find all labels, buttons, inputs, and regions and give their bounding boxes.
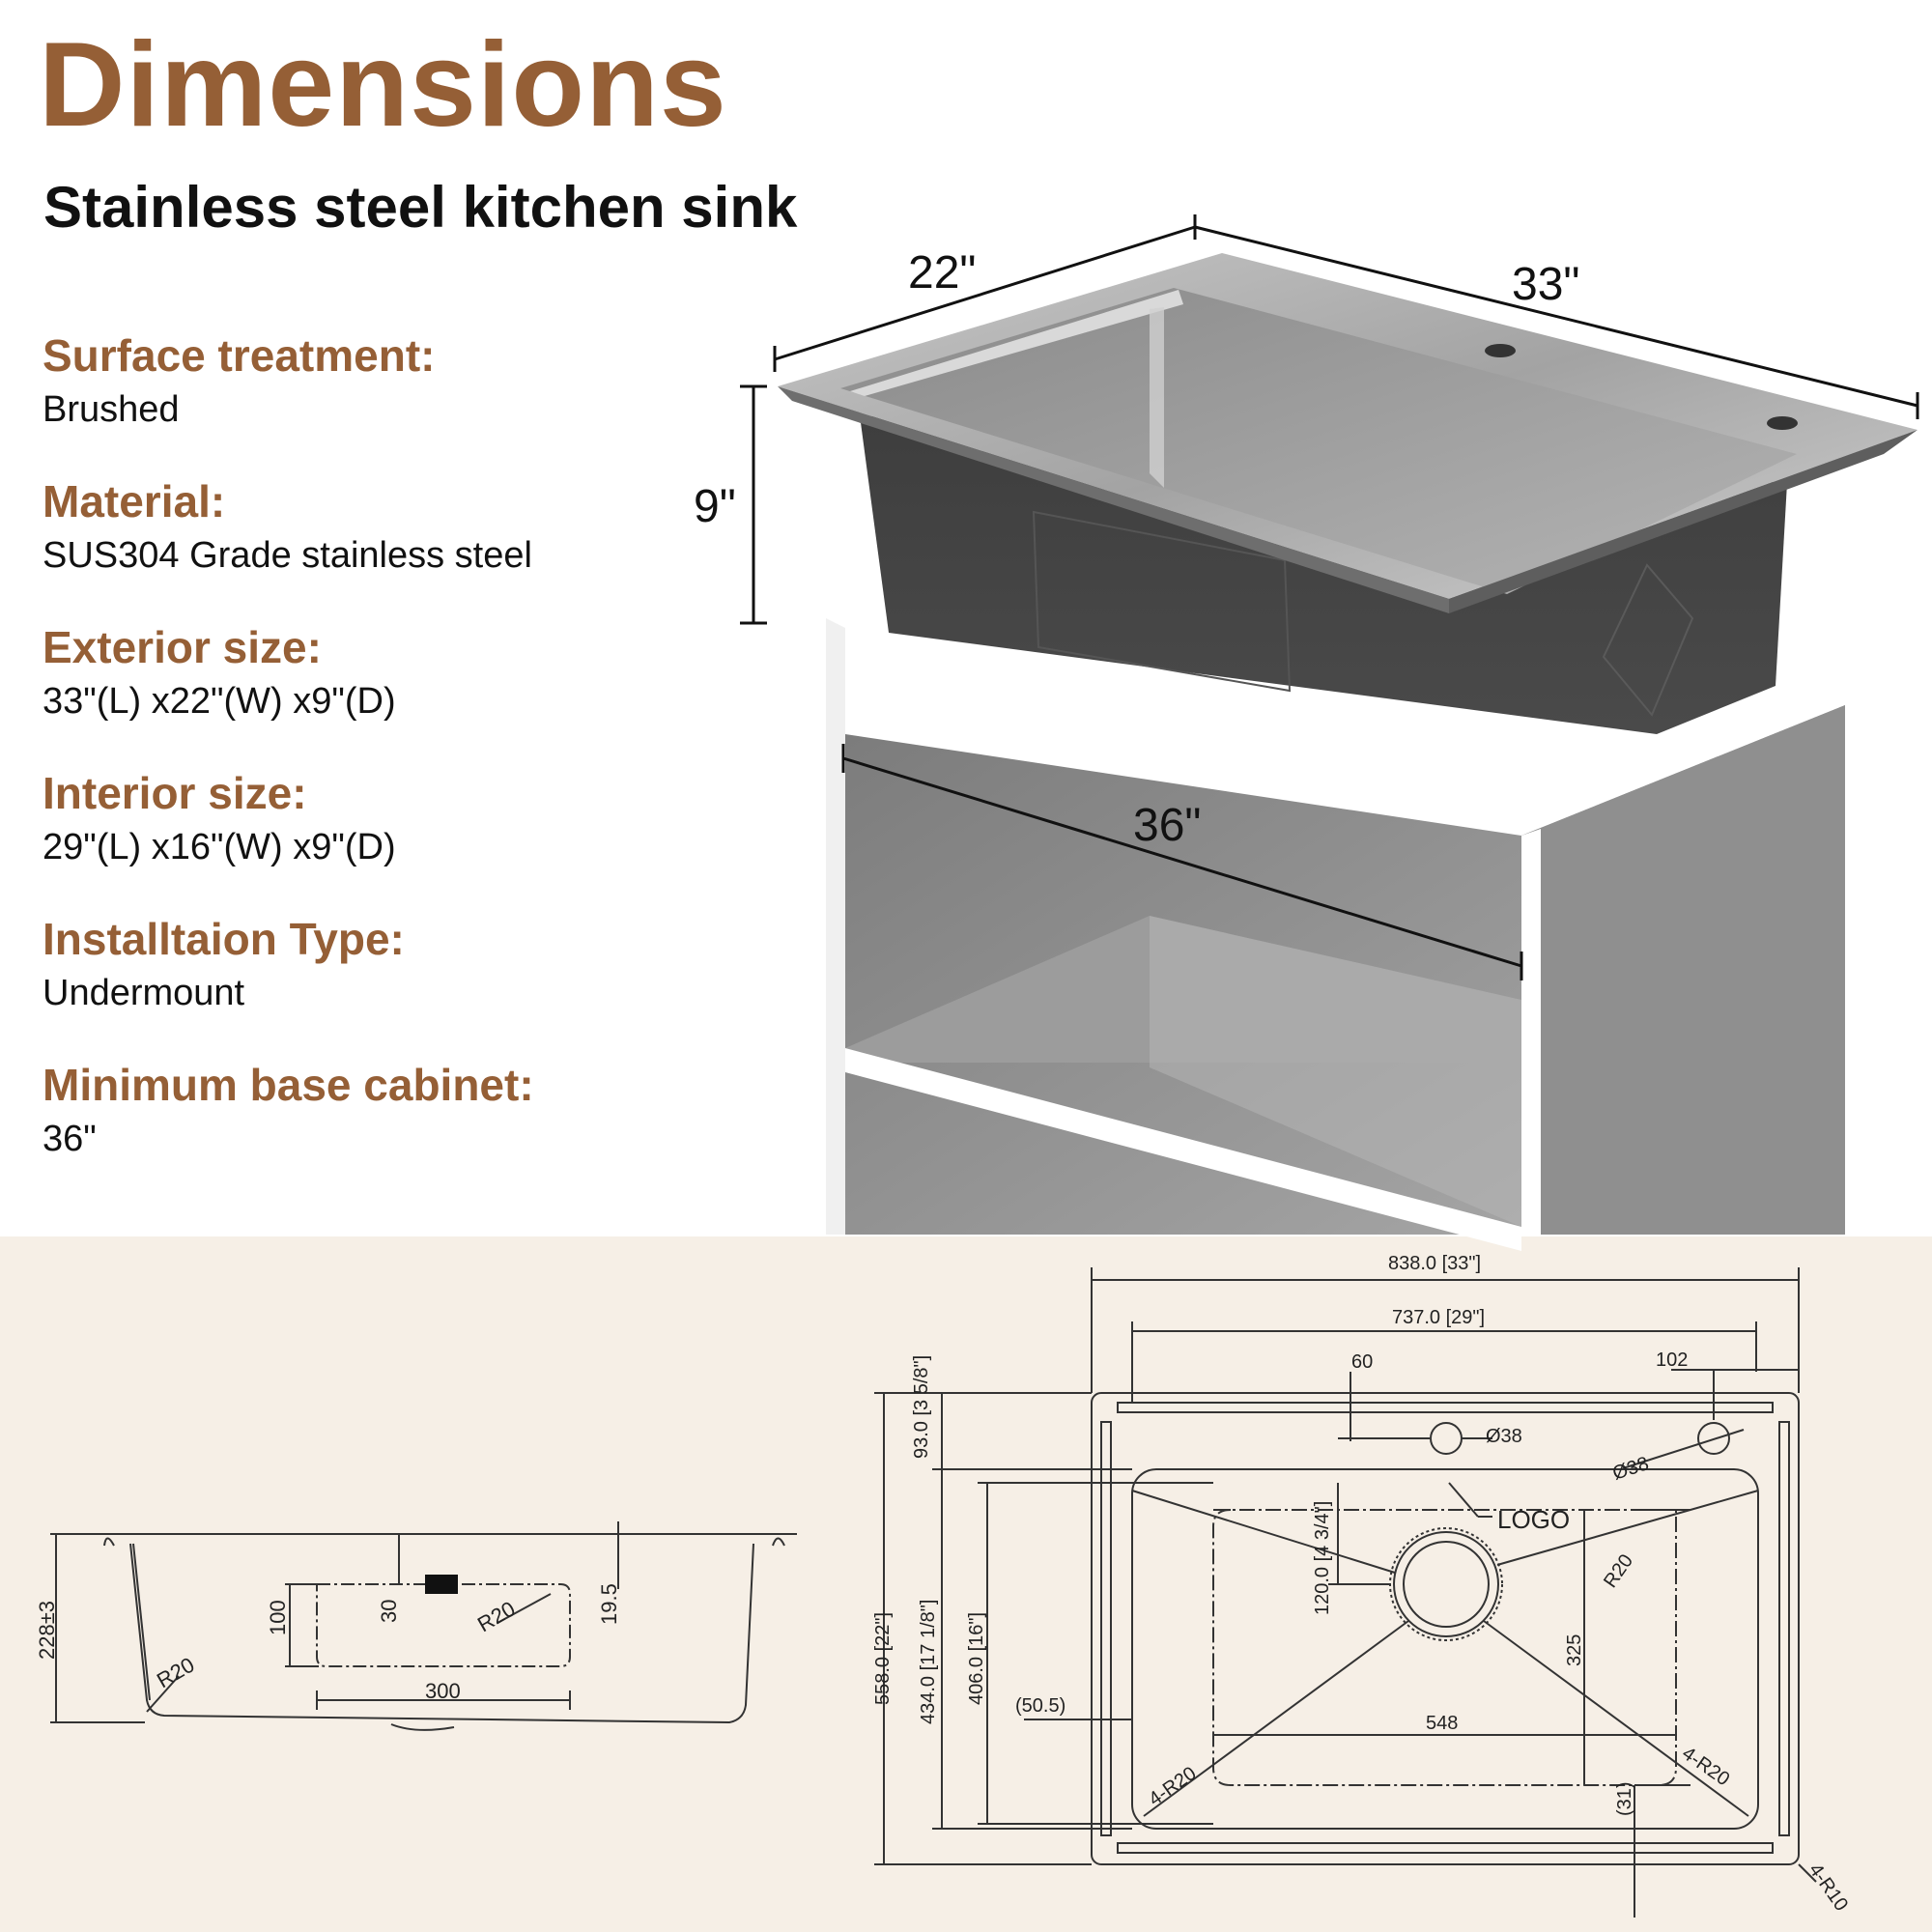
faucet-offset-label: 60 bbox=[1351, 1351, 1373, 1373]
faucet-right-label: 102 bbox=[1656, 1350, 1688, 1371]
hole1-label: Ø38 bbox=[1486, 1426, 1522, 1447]
spec-label: Interior size: bbox=[43, 768, 307, 818]
drain-offset-label: 120.0 [4 3/4"] bbox=[1312, 1501, 1333, 1615]
overall-width-label: 558.0 [22"] bbox=[872, 1612, 894, 1705]
cabinet-label: 36" bbox=[1133, 800, 1201, 851]
spec-value: 33"(L) x22"(W) x9"(D) bbox=[43, 681, 396, 722]
side-drain-height-label: 100 bbox=[266, 1600, 290, 1635]
spec-value: Undermount bbox=[43, 973, 245, 1013]
overall-length-label: 838.0 [33"] bbox=[1388, 1253, 1481, 1274]
drain-span-label: 548 bbox=[1426, 1713, 1458, 1734]
spec-label: Surface treatment: bbox=[43, 330, 436, 381]
spec-installation-type: Installtaion Type: Undermount bbox=[43, 917, 405, 1011]
interior-width-label: 434.0 [17 1/8"] bbox=[918, 1600, 939, 1724]
deck-depth-label: 93.0 [3 5/8"] bbox=[911, 1355, 932, 1459]
interior-length-label: 737.0 [29"] bbox=[1392, 1307, 1485, 1328]
spec-value: 36" bbox=[43, 1119, 97, 1159]
base-cabinet bbox=[826, 604, 1845, 1251]
interior-width-inner-label: 406.0 [16"] bbox=[966, 1612, 987, 1705]
hole2-label: Ø38 bbox=[1610, 1453, 1652, 1485]
render-dimension-lines bbox=[740, 214, 1919, 980]
spec-label: Minimum base cabinet: bbox=[43, 1060, 534, 1110]
spec-material: Material: SUS304 Grade stainless steel bbox=[43, 479, 532, 574]
top-radius-label: R20 bbox=[1600, 1550, 1637, 1592]
drain-depth-label: 325 bbox=[1564, 1634, 1585, 1666]
spec-label: Installtaion Type: bbox=[43, 914, 405, 964]
spec-value: Brushed bbox=[43, 389, 180, 430]
spec-surface-treatment: Surface treatment: Brushed bbox=[43, 333, 435, 428]
sink-rim bbox=[778, 253, 1918, 613]
spec-label: Material: bbox=[43, 476, 226, 526]
logo-label: LOGO bbox=[1497, 1505, 1570, 1534]
corner-left-label: 4-R20 bbox=[1145, 1763, 1200, 1810]
side-drain-width-label: 300 bbox=[425, 1679, 461, 1703]
page-subtitle: Stainless steel kitchen sink bbox=[43, 175, 798, 240]
spec-exterior-size: Exterior size: 33"(L) x22"(W) x9"(D) bbox=[43, 625, 396, 720]
spec-interior-size: Interior size: 29"(L) x16"(W) x9"(D) bbox=[43, 771, 396, 866]
corner-right-label: 4-R20 bbox=[1678, 1743, 1733, 1790]
spec-value: SUS304 Grade stainless steel bbox=[43, 535, 532, 576]
spec-minimum-cabinet: Minimum base cabinet: 36" bbox=[43, 1063, 534, 1157]
side-offset-label: 30 bbox=[377, 1600, 401, 1623]
spec-label: Exterior size: bbox=[43, 622, 322, 672]
spec-value: 29"(L) x16"(W) x9"(D) bbox=[43, 827, 396, 867]
side-height-label: 228±3 bbox=[35, 1601, 59, 1660]
left-margin-label: (50.5) bbox=[1015, 1695, 1065, 1717]
bottom-offset-label: (31) bbox=[1614, 1781, 1635, 1816]
side-top-offset-label: 19.5 bbox=[597, 1583, 621, 1625]
page-title: Dimensions bbox=[39, 18, 727, 152]
length-label: 33" bbox=[1512, 259, 1579, 310]
outer-corner-label: 4-R10 bbox=[1804, 1860, 1852, 1915]
depth-label: 9" bbox=[694, 481, 736, 532]
width-label: 22" bbox=[908, 247, 976, 298]
